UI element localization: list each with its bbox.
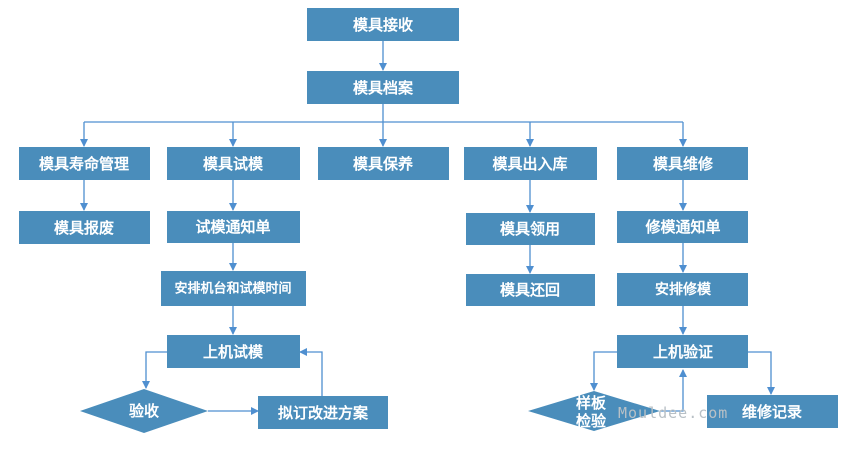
box-trial-notice: [167, 211, 300, 243]
box-life: [19, 147, 150, 180]
box-on-machine-trial: [167, 335, 300, 368]
label-on-machine-verify: 上机验证: [653, 343, 713, 361]
label-schedule-trial: 安排机台和试模时间: [174, 281, 291, 297]
label-sample-check-line2: 检验: [576, 412, 607, 430]
label-repair-record: 维修记录: [742, 403, 802, 421]
box-repair-record: [707, 395, 838, 428]
label-borrow: 模具领用: [500, 220, 560, 238]
arrow-sample-verify: [660, 369, 687, 412]
diamond-sample-check: [528, 391, 660, 431]
box-on-machine-verify: [617, 335, 748, 368]
watermark: Mouldee.com: [618, 404, 729, 422]
arrow-plan-ontrial: [299, 348, 323, 396]
box-schedule-trial: [161, 271, 306, 306]
label-inout: 模具出入库: [492, 155, 567, 173]
label-plan: 拟订改进方案: [278, 404, 369, 422]
label-accept: 验收: [129, 402, 159, 420]
box-repair: [617, 147, 748, 180]
arrow-ontrial-accept: [142, 351, 167, 389]
arrow-verify-record: [748, 351, 775, 395]
box-archive: [307, 71, 459, 104]
label-on-machine-trial: 上机试模: [203, 343, 264, 361]
label-receive: 模具接收: [353, 16, 413, 34]
label-maintain: 模具保养: [353, 155, 414, 173]
box-return: [466, 274, 595, 306]
label-sample-check-line1: 样板: [576, 394, 607, 412]
arrow-verify-sample: [590, 351, 617, 391]
box-inout: [464, 147, 597, 180]
label-archive: 模具档案: [353, 79, 414, 97]
box-scrap: [19, 211, 150, 244]
diamond-accept: [80, 389, 208, 433]
label-repair: 模具维修: [653, 155, 714, 173]
box-plan: [258, 396, 388, 429]
label-life: 模具寿命管理: [39, 155, 129, 173]
box-borrow: [466, 213, 595, 245]
box-receive: [307, 8, 459, 41]
label-trial: 模具试模: [203, 155, 264, 173]
label-repair-notice: 修模通知单: [644, 218, 720, 236]
boxes: [19, 8, 838, 433]
box-repair-notice: [617, 211, 748, 243]
label-trial-notice: 试模通知单: [195, 218, 270, 236]
label-return: 模具还回: [500, 281, 560, 299]
connectors: [80, 41, 775, 415]
label-schedule-repair: 安排修模: [655, 281, 712, 298]
label-scrap: 模具报废: [54, 219, 114, 237]
box-trial: [167, 147, 300, 180]
box-maintain: [318, 147, 449, 180]
box-schedule-repair: [617, 273, 748, 306]
